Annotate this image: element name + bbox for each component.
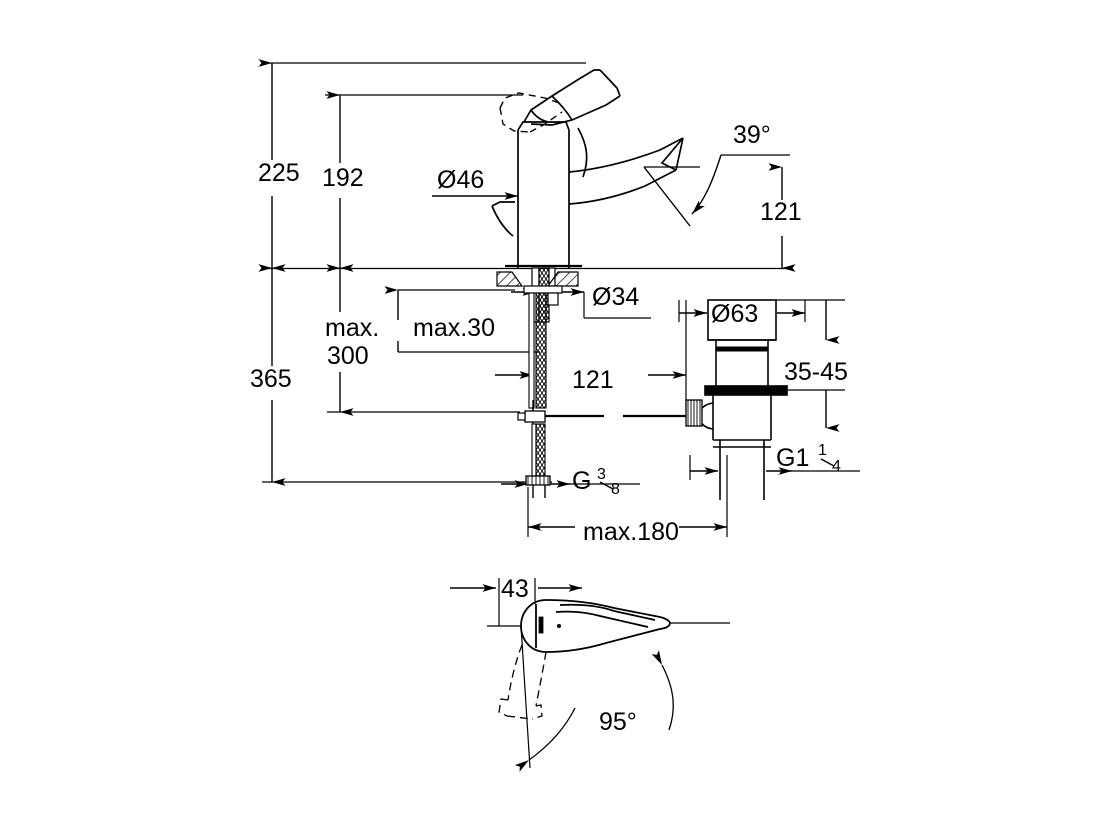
dimension-121-offset — [495, 300, 687, 412]
label-max-30: max.30 — [413, 314, 495, 342]
label-d46: Ø46 — [437, 166, 484, 194]
label-g114-numerator: 1 — [818, 442, 827, 459]
label-g38-denominator: 8 — [611, 481, 620, 498]
label-d63: Ø63 — [711, 300, 758, 328]
top-view-centre-axis — [487, 622, 730, 627]
dimension-max-300 — [326, 264, 520, 416]
label-365: 365 — [250, 365, 292, 393]
label-g114-denominator: 4 — [832, 458, 841, 475]
label-121-reach: 121 — [760, 198, 802, 226]
label-192: 192 — [322, 164, 364, 192]
label-225: 225 — [258, 159, 300, 187]
label-43: 43 — [501, 575, 529, 603]
dimension-43 — [450, 578, 582, 626]
label-39-degrees: 39° — [733, 121, 771, 149]
faucet-body-outline — [491, 121, 684, 268]
waste-valve-body — [685, 299, 788, 500]
label-d34: Ø34 — [592, 283, 639, 311]
dimension-95-degrees — [514, 625, 674, 772]
faucet-handle-lever-raised-ghost — [499, 92, 563, 133]
label-g114-g1: G1 — [776, 444, 809, 472]
dimension-max-180 — [527, 455, 728, 537]
faucet-handle-lever — [523, 69, 621, 126]
label-g38-g: G — [572, 467, 591, 495]
label-121-offset: 121 — [572, 366, 614, 394]
label-g38-numerator: 3 — [597, 466, 606, 483]
label-300: 300 — [327, 342, 369, 370]
extension-line-top — [262, 62, 586, 96]
dimension-labels: 225 192 Ø46 39° 121 Ø34 max.30 max. 300 … — [250, 121, 848, 736]
dimension-39-degrees — [643, 154, 790, 227]
label-35-45: 35-45 — [784, 358, 848, 386]
label-g38-group: G 3 8 — [572, 466, 620, 498]
label-95-degrees: 95° — [599, 708, 637, 736]
flexible-supply-hose — [528, 292, 547, 409]
label-max-180: max.180 — [583, 518, 679, 546]
label-g114-group: G1 1 4 — [776, 442, 841, 475]
label-max: max. — [325, 314, 379, 342]
spout-top-view-outline — [520, 599, 671, 653]
spout-swivel-ghost — [498, 644, 547, 720]
lower-supply-connection — [525, 423, 551, 498]
dimension-max-30 — [384, 286, 540, 353]
dimension-365 — [258, 264, 552, 486]
dimension-d63 — [678, 300, 806, 322]
supply-tee-connector — [517, 400, 688, 436]
dimension-35-45 — [776, 299, 845, 432]
dimension-g1-14 — [689, 455, 860, 480]
